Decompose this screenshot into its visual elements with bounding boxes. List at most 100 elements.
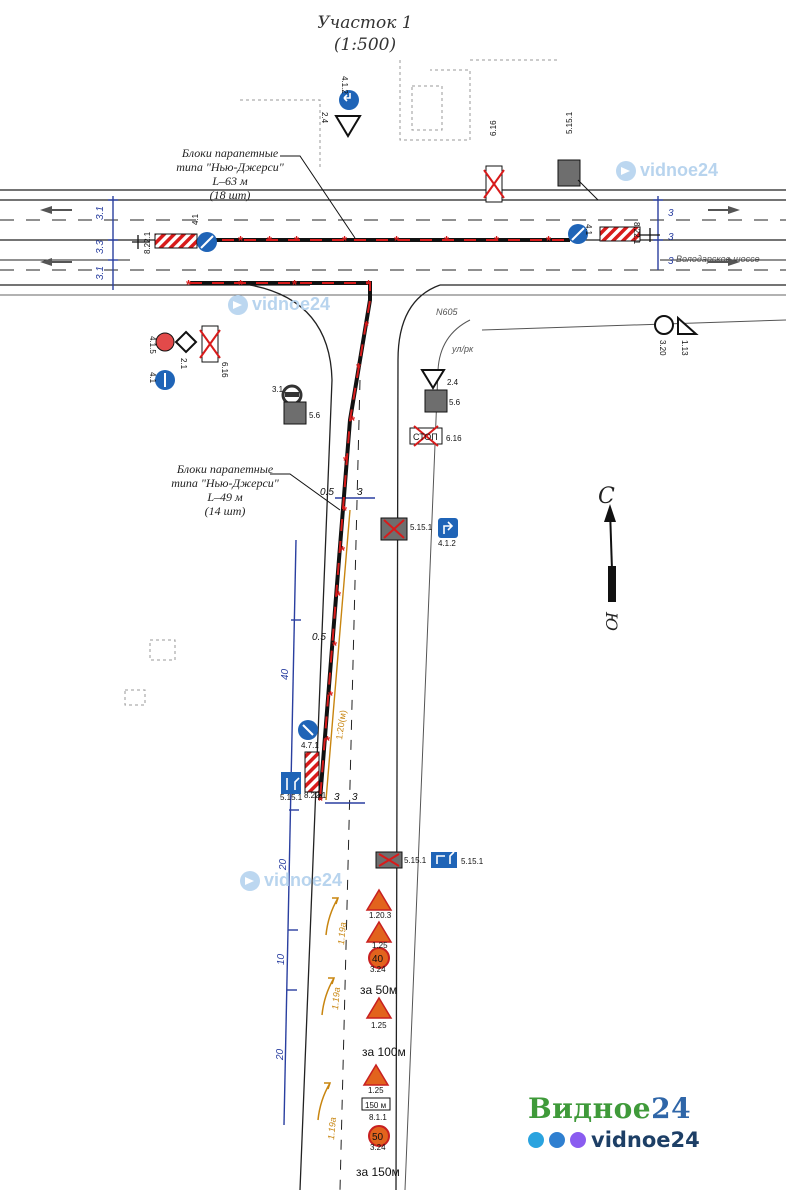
sign-5-15-1-f [431, 852, 457, 868]
lane-arrows [40, 206, 740, 266]
code-5-6-a: 5.6 [309, 411, 321, 420]
dim-r3a: 3 [668, 208, 674, 219]
svg-text:*: * [342, 233, 348, 248]
dim-v40: 40 [280, 668, 291, 680]
scheme-title: Участок 1 (1:500) [290, 12, 440, 56]
svg-text:*: * [336, 588, 342, 603]
code-1-13: 1.13 [680, 340, 689, 356]
posts [132, 228, 660, 249]
svg-text:*: * [238, 277, 244, 292]
dim-w3a: 3 [357, 487, 363, 498]
sign-2-4-b [420, 369, 446, 390]
svg-text:*: * [444, 233, 450, 248]
sign-4-1-2-c [438, 518, 458, 538]
code-4-1-2-c: 4.1.2 [438, 539, 456, 548]
sign-1-13 [677, 315, 699, 335]
code-1-20-3: 1.20.3 [369, 911, 392, 920]
svg-text:*: * [356, 360, 362, 375]
barrier-lights: *** *** ** *** *** *** *** *** [186, 233, 552, 808]
plate-5-6-a [283, 401, 307, 425]
code-5-15-1-f: 5.15.1 [461, 857, 484, 866]
code-4-1-5: 4.1.5 [148, 336, 157, 354]
brand-logo: Видное24 [528, 1092, 691, 1125]
svg-text:*: * [343, 453, 349, 468]
watermark-1-text: vidnoe24 [640, 160, 719, 180]
dim-v10: 10 [276, 953, 287, 965]
watermark-2-text: vidnoe24 [252, 294, 331, 314]
brand-social: vidnoe24 [528, 1128, 700, 1152]
title-line-1: Участок 1 [317, 13, 413, 33]
plate-5-15-1-top [557, 159, 581, 187]
note-top-4: (18 шт) [209, 188, 251, 202]
note-side-3: L–49 м [207, 490, 243, 504]
telegram-icon [528, 1132, 544, 1148]
board-south [304, 751, 320, 793]
code-3-24-a: 3.24 [370, 965, 386, 974]
code-4-7-1: 4.7.1 [301, 741, 319, 750]
code-5-15-1-d: 5.15.1 [280, 793, 303, 802]
street-labels: Володарское шоссе N605 ул/рк [436, 254, 760, 354]
brand-handle: vidnoe24 [591, 1128, 700, 1152]
compass-arrow [604, 504, 616, 602]
svg-text:*: * [238, 233, 244, 248]
board-right [599, 226, 641, 242]
svg-text:*: * [292, 277, 298, 292]
dim-w05b: 0.5 [312, 632, 326, 643]
code-4-1-left: 4.1 [191, 213, 200, 225]
note-top-2: типа "Нью-Джерси" [176, 160, 284, 174]
note-barrier-side: Блоки парапетные типа "Нью-Джерси" L–49 … [150, 462, 300, 518]
sign-speed-50 [368, 1125, 390, 1147]
code-2-1: 2.1 [179, 358, 188, 370]
blue-square-arrows [286, 521, 455, 864]
stop-plates: СТОП [199, 165, 505, 447]
blue-square-signs [281, 518, 458, 868]
sign-2-4-top [334, 115, 362, 138]
taper-label: 1:20(м) [334, 709, 348, 740]
speed-40-label: 40 [372, 954, 384, 965]
brand-num: 24 [651, 1092, 692, 1125]
street-name: Володарское шоссе [676, 254, 760, 264]
plate-150-label: 150 м [365, 1101, 386, 1110]
dim-w3c: 3 [352, 792, 358, 803]
stop-text: СТОП [413, 432, 438, 442]
note-side-4: (14 шт) [204, 504, 246, 518]
note-side-1: Блоки парапетные [176, 462, 274, 476]
dist-100: за 100м [362, 1045, 406, 1059]
compass-south: Ю [602, 611, 622, 632]
svg-text:*: * [294, 233, 300, 248]
svg-text:*: * [366, 277, 372, 292]
watermark-2: vidnoe24 [228, 294, 330, 315]
marking-label-3: 1.19а [326, 1117, 338, 1140]
plate-5-6-b [424, 389, 448, 413]
svg-text:*: * [494, 233, 500, 248]
sign-1-25-a [365, 920, 393, 943]
code-8-1-1: 8.1.1 [369, 1113, 387, 1122]
marking-label-2: 1.19а [330, 987, 342, 1010]
board-left [154, 233, 198, 249]
svg-text:*: * [364, 318, 370, 333]
code-6-16-b: 6.16 [446, 434, 462, 443]
sign-5-15-1-d [281, 772, 301, 794]
svg-text:*: * [267, 233, 273, 248]
max-icon [570, 1132, 586, 1148]
dim-r3c: 3 [668, 256, 674, 267]
barrier-line-side [190, 281, 372, 801]
code-6-16-top: 6.16 [489, 120, 498, 136]
note-top-3: L–63 м [212, 174, 248, 188]
svg-text:*: * [325, 733, 331, 748]
code-4-1-2-top: 4.1.2 [340, 76, 349, 94]
sign-2-1 [174, 330, 198, 354]
plate-8-1-1 [361, 1097, 391, 1111]
triangle-signs [334, 115, 699, 390]
code-1-25-c: 1.25 [368, 1086, 384, 1095]
svg-text:*: * [318, 793, 324, 808]
marking-arrows [317, 897, 340, 1121]
street-note: ул/рк [451, 344, 474, 354]
dim-31b: 3.1 [95, 266, 106, 280]
code-1-25-a: 1.25 [372, 941, 388, 950]
title-line-2: (1:500) [333, 35, 397, 55]
code-5-15-1-e: 5.15.1 [404, 856, 427, 865]
sign-1-25-c [362, 1063, 390, 1086]
